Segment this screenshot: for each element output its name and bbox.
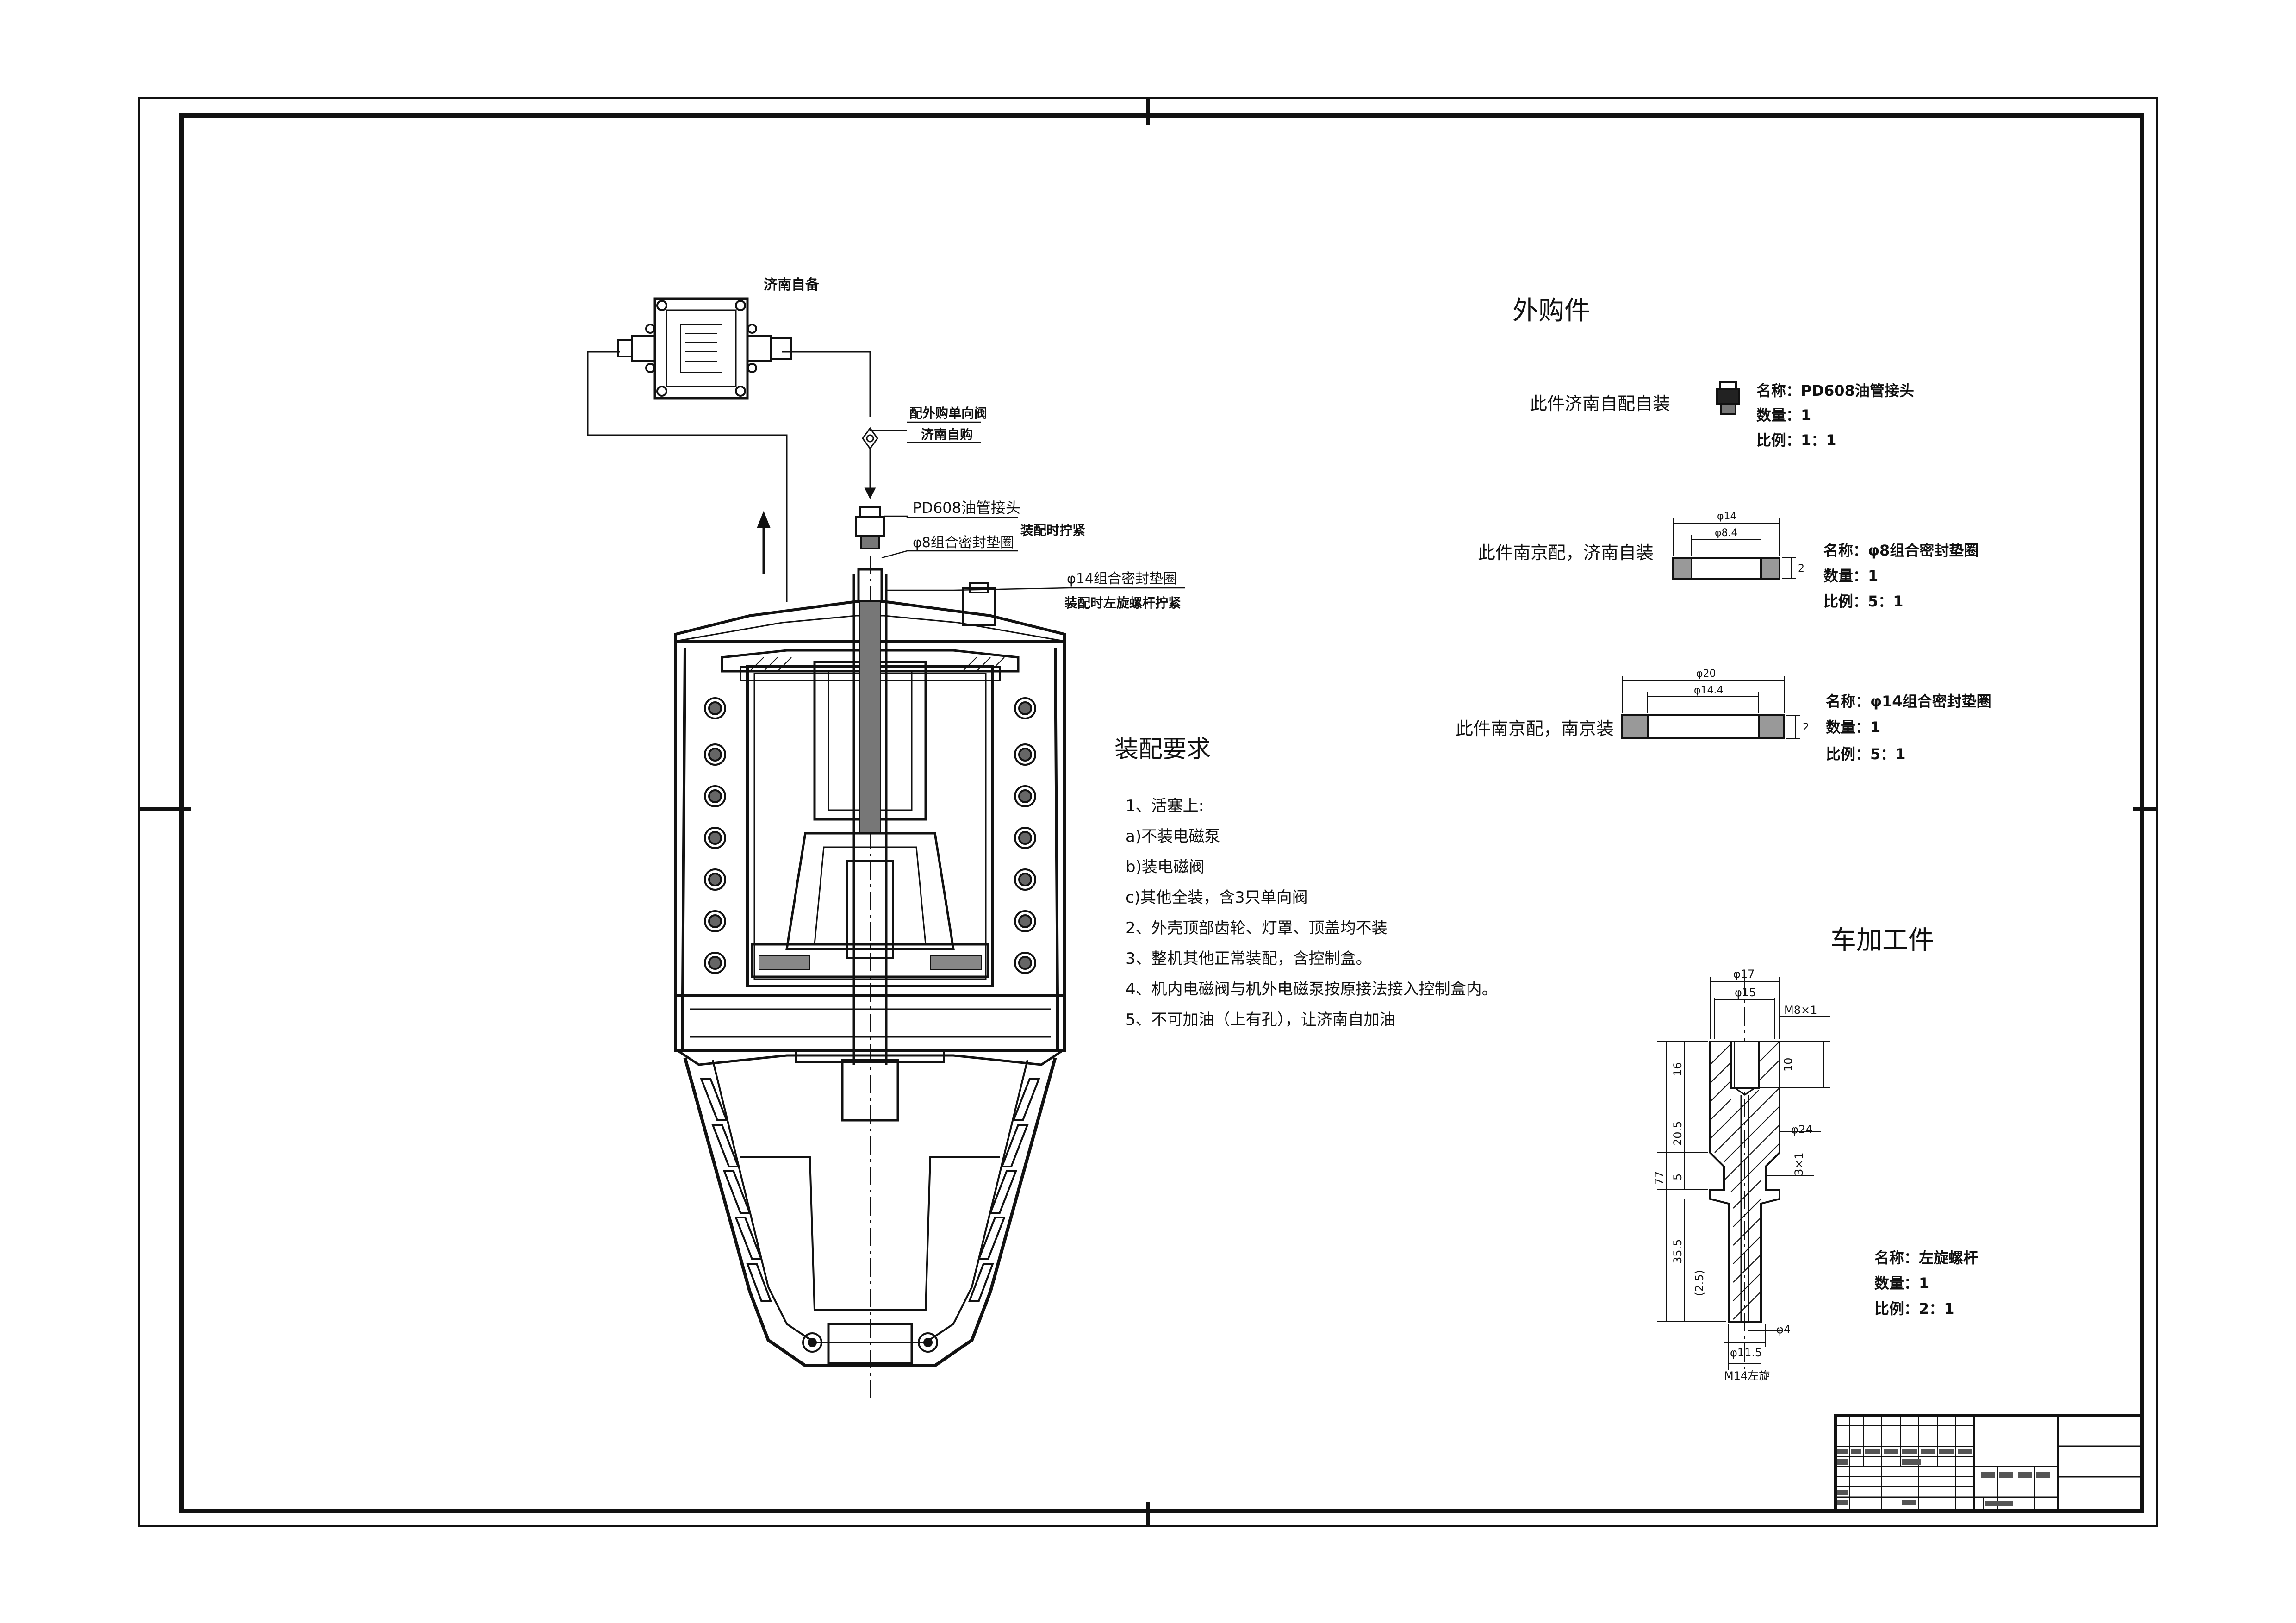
fitting-label: PD608油管接头	[913, 499, 1020, 517]
part3-scale: 比例：5：1	[1826, 745, 1906, 763]
cooling-fins-left	[704, 697, 726, 974]
part3-note: 此件南京配，南京装	[1456, 718, 1614, 739]
assembly-item: 3、整机其他正常装配，含控制盒。	[1126, 949, 1372, 968]
left-hand-screw-drawing	[1657, 977, 1830, 1375]
assembly-item: a)不装电磁泵	[1126, 827, 1220, 846]
part1-name: 名称：PD608油管接头	[1756, 382, 1914, 400]
part2-note: 此件南京配，济南自装	[1478, 543, 1654, 563]
dim-m14: M14左旋	[1724, 1369, 1770, 1382]
check-valve-label-1: 配外购单向阀	[909, 406, 987, 421]
part3-name: 名称：φ14组合密封垫圈	[1826, 693, 1991, 710]
part2-dim-thickness: 2	[1798, 563, 1804, 574]
part2-qty: 数量：1	[1823, 567, 1878, 585]
machined-name: 名称：左旋螺杆	[1874, 1249, 1978, 1267]
machined-qty: 数量：1	[1874, 1274, 1929, 1292]
cooling-fins-right	[1014, 697, 1036, 974]
sheet-border	[138, 97, 2158, 1527]
fitting-note: 装配时拧紧	[1020, 523, 1085, 538]
seal14-note: 装配时左旋螺杆拧紧	[1064, 595, 1181, 611]
seal8-label: φ8组合密封垫圈	[913, 535, 1014, 551]
pump-label: 济南自备	[764, 277, 820, 293]
dim-d11-5: φ11.5	[1730, 1346, 1762, 1359]
purchased-title: 外购件	[1512, 296, 1590, 326]
part1-scale: 比例：1：1	[1756, 431, 1836, 449]
title-block	[1834, 1414, 2143, 1512]
main-assembly-section	[674, 556, 1066, 1398]
assembly-item: 4、机内电磁阀与机外电磁泵按原接法接入控制盒内。	[1126, 980, 1498, 999]
part3-dim-outer: φ20	[1696, 668, 1716, 680]
assembly-item: b)装电磁阀	[1126, 858, 1205, 876]
purchased-parts: 外购件 此件济南自配自装 名称：PD608油管接头 数量：1 比例：1：1 此件…	[1456, 296, 1991, 763]
assembly-item: 1、活塞上:	[1126, 797, 1204, 815]
flow-direction-arrow	[757, 511, 771, 574]
machined-part: 车加工件	[1653, 925, 1978, 1382]
dim-d4: φ4	[1776, 1323, 1791, 1336]
part2-dim-inner: φ8.4	[1715, 527, 1738, 539]
part2-seal-drawing	[1672, 518, 1796, 580]
part1-qty: 数量：1	[1756, 406, 1811, 424]
part2-name: 名称：φ8组合密封垫圈	[1823, 542, 1979, 559]
assembly-item: 2、外壳顶部齿轮、灯罩、顶盖均不装	[1126, 919, 1388, 937]
dim-77: 77	[1653, 1171, 1666, 1185]
machined-title: 车加工件	[1830, 925, 1934, 955]
seal14-label: φ14组合密封垫圈	[1067, 571, 1177, 587]
part3-qty: 数量：1	[1826, 718, 1880, 736]
part1-note: 此件济南自配自装	[1530, 393, 1670, 414]
dim-35-5: 35.5	[1671, 1239, 1684, 1264]
part2-scale: 比例：5：1	[1823, 593, 1904, 610]
dim-m8: M8×1	[1784, 1004, 1817, 1017]
part2-dim-outer: φ14	[1717, 511, 1737, 522]
oil-pipe-line	[587, 351, 871, 602]
part3-dim-inner: φ14.4	[1694, 685, 1724, 696]
dim-2-5: (2.5)	[1693, 1270, 1706, 1296]
assembly-item: 5、不可加油（上有孔），让济南自加油	[1126, 1011, 1395, 1029]
electromagnetic-pump	[617, 297, 792, 400]
part3-seal-drawing	[1621, 676, 1800, 739]
dim-10: 10	[1782, 1057, 1795, 1072]
check-valve-label-2: 济南自购	[921, 427, 973, 442]
check-valve-symbol	[862, 427, 878, 499]
dim-d15: φ15	[1735, 986, 1756, 999]
dim-5: 5	[1671, 1174, 1684, 1180]
dim-16: 16	[1671, 1062, 1684, 1076]
dim-3x1: 3×1	[1792, 1152, 1805, 1176]
part1-fitting-icon	[1716, 381, 1740, 415]
assembly-item: c)其他全装，含3只单向阀	[1126, 888, 1308, 907]
assembly-title: 装配要求	[1114, 736, 1211, 763]
dim-20-5: 20.5	[1671, 1121, 1684, 1146]
dim-d24: φ24	[1791, 1123, 1812, 1136]
machined-scale: 比例：2：1	[1874, 1300, 1954, 1317]
assembly-requirements: 装配要求 1、活塞上: a)不装电磁泵 b)装电磁阀 c)其他全装，含3只单向阀…	[1114, 736, 1498, 1029]
lower-housing-fins	[700, 1078, 1040, 1302]
callout-leaders	[870, 421, 1185, 591]
pd608-fitting	[855, 506, 885, 549]
dim-d17: φ17	[1733, 968, 1755, 980]
part3-dim-thickness: 2	[1803, 722, 1809, 733]
